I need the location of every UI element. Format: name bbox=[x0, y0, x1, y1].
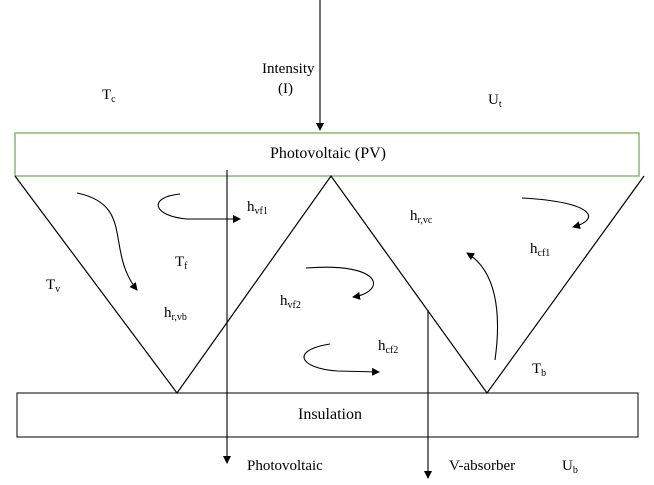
pv-panel-box bbox=[14, 132, 640, 177]
hvf1-label: hvf1 bbox=[247, 199, 268, 217]
v-absorber-loss-label: V-absorber bbox=[449, 458, 516, 474]
hcf2-label: hcf2 bbox=[378, 338, 399, 356]
hvf2-label: hvf2 bbox=[280, 293, 301, 311]
flow-arrow-left-curved bbox=[76, 192, 138, 291]
tv-label: Tv bbox=[46, 277, 61, 295]
intensity-label: Intensity bbox=[262, 61, 315, 77]
tc-label: Tc bbox=[102, 87, 116, 105]
hvf2-loop-arrow bbox=[305, 266, 374, 300]
hcf2-loop-arrow bbox=[303, 343, 380, 376]
hrvc-label: hr,vc bbox=[410, 208, 433, 226]
insulation-box bbox=[16, 392, 639, 438]
ut-label: Ut bbox=[488, 92, 502, 110]
pv-panel-label: Photovoltaic (PV) bbox=[270, 145, 386, 162]
hcf1-label: hcf1 bbox=[530, 241, 551, 259]
hvf1-loop-arrow bbox=[157, 193, 241, 223]
ub-label: Ub bbox=[562, 458, 578, 476]
hrvb-label: hr,vb bbox=[164, 305, 187, 323]
hcf1-loop-arrow bbox=[521, 197, 589, 230]
photovoltaic-loss-label: Photovoltaic bbox=[247, 458, 323, 474]
v-absorber-profile bbox=[14, 174, 645, 395]
intensity-symbol: (I) bbox=[278, 81, 293, 97]
tf-label: Tf bbox=[175, 254, 188, 272]
insulation-label: Insulation bbox=[298, 406, 362, 423]
rising-flow-arrow bbox=[466, 252, 499, 361]
tb-label: Tb bbox=[532, 361, 547, 379]
